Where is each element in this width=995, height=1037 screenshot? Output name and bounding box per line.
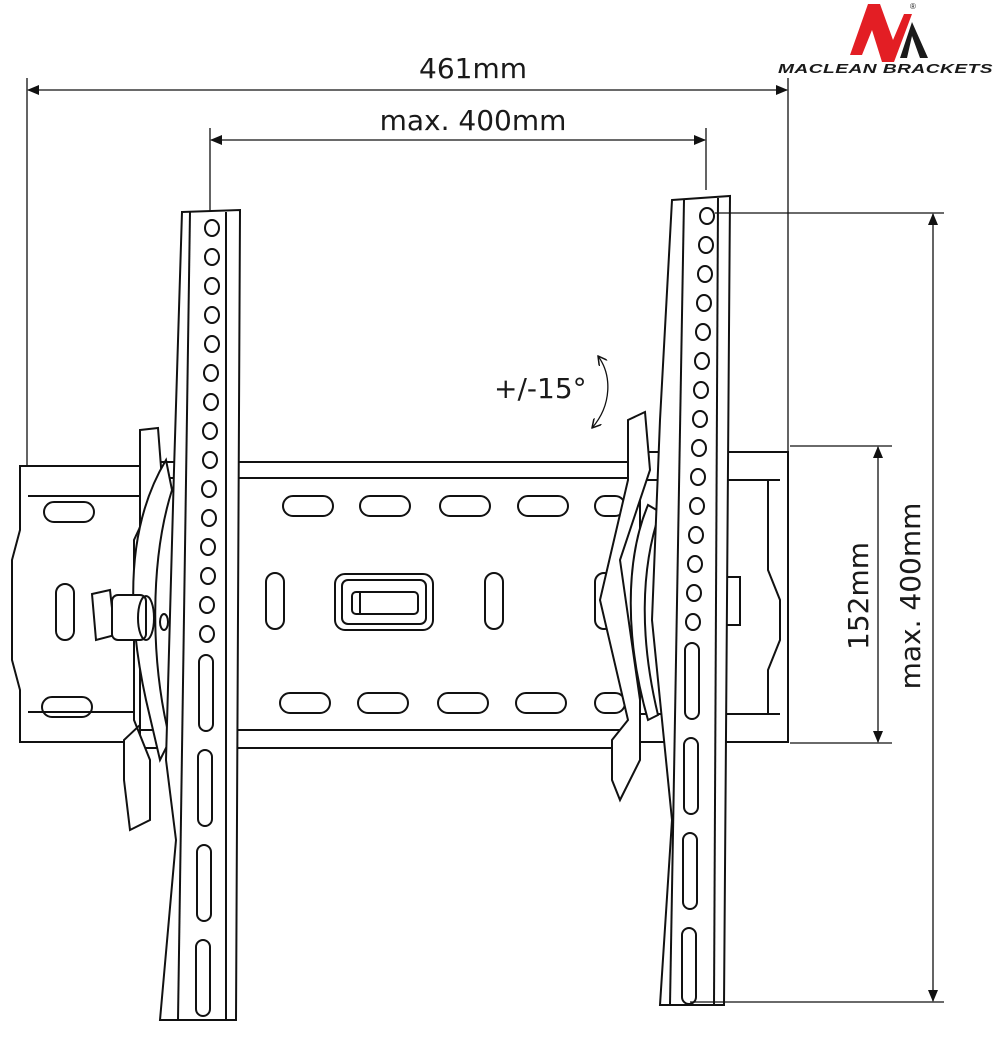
right-tv-arm: [598, 194, 732, 1006]
wall-plate-height-dimension: 152mm: [790, 445, 892, 744]
tilt-label: +/-15°: [494, 372, 587, 405]
left-tv-arm: [90, 208, 242, 1021]
vesa-horizontal-label: max. 400mm: [380, 104, 567, 137]
vesa-horizontal-dimension: max. 400mm: [209, 104, 707, 212]
tilt-indicator: +/-15°: [494, 356, 609, 428]
vesa-vertical-dimension: max. 400mm: [690, 212, 944, 1003]
spirit-level: [334, 573, 434, 631]
logo-brand-text: MACLEAN BRACKETS: [778, 62, 994, 76]
upper-slots: [43, 495, 626, 523]
overall-width-label: 461mm: [419, 52, 527, 85]
maclean-brackets-logo: ® MACLEAN BRACKETS: [778, 2, 994, 76]
logo-red-m-shape: [850, 4, 912, 62]
registered-mark: ®: [910, 2, 916, 11]
left-arm-holes: [195, 219, 220, 1017]
vesa-vertical-label: max. 400mm: [894, 503, 927, 690]
tilt-lock-knob: [90, 588, 169, 642]
logo-black-peak-shape: [900, 22, 928, 58]
right-arm-holes: [681, 207, 715, 1005]
wall-plate-height-label: 152mm: [842, 542, 875, 650]
overall-width-dimension: 461mm: [26, 52, 789, 465]
